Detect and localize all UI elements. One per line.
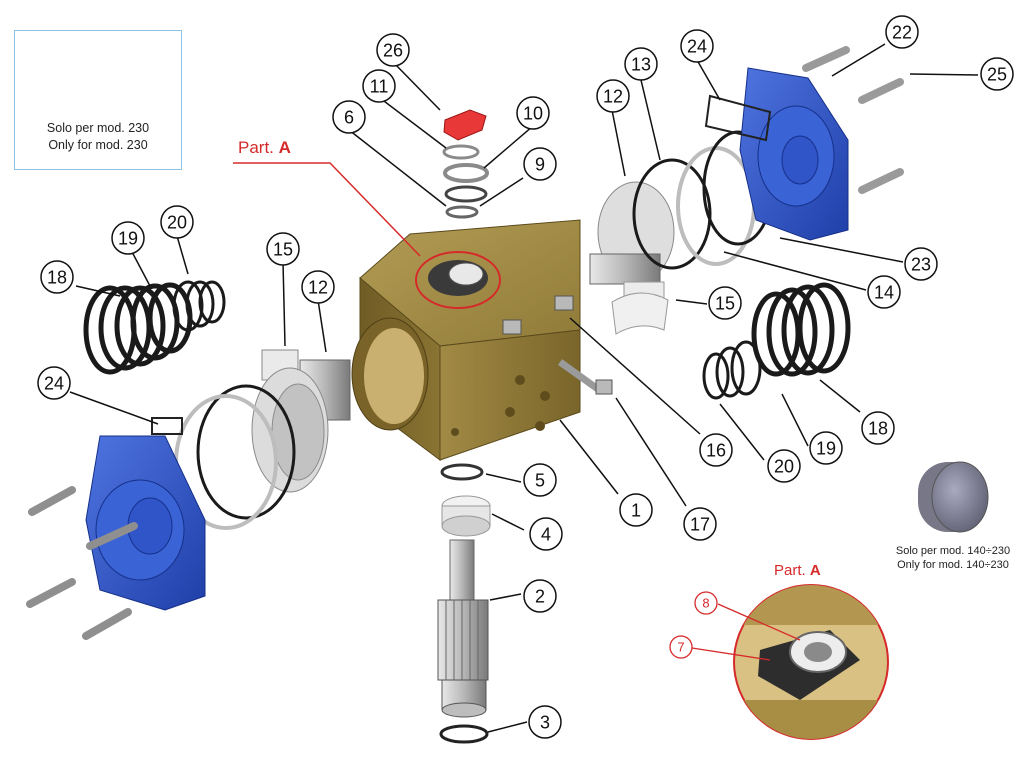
- callout-number: 2: [535, 587, 545, 607]
- right-guide-band: [611, 292, 669, 335]
- detail-leader-lines: [691, 603, 801, 661]
- callout-number: 16: [706, 441, 726, 461]
- callout-number: 12: [603, 87, 623, 107]
- callout-circle: [861, 411, 895, 445]
- callout-number: 15: [715, 294, 735, 314]
- callout-circle: [624, 47, 658, 81]
- disc-part: [918, 461, 989, 533]
- callout-circle: [37, 366, 71, 400]
- callout-number: 20: [167, 213, 187, 233]
- detail-a-prefix: Part.: [774, 562, 806, 579]
- callout-circle: [809, 431, 843, 465]
- actuator-body: [351, 219, 613, 461]
- callout-number: 10: [523, 104, 543, 124]
- inset-spring-caption-it: Solo per mod. 230: [46, 121, 150, 135]
- callout-number: 22: [892, 23, 912, 43]
- detail-callout-number: 8: [702, 596, 709, 611]
- callout-numbers: 2611106912132422251920181512231415161819…: [37, 15, 1014, 739]
- callout-number: 12: [308, 278, 328, 298]
- callout-circle: [708, 286, 742, 320]
- callout-circle: [904, 247, 938, 281]
- left-springs: [83, 280, 226, 375]
- callout-number: 11: [370, 77, 389, 97]
- callout-circle: [516, 96, 550, 130]
- callout-number: 9: [535, 155, 545, 175]
- callout-number: 6: [344, 108, 354, 128]
- callout-number: 23: [911, 255, 931, 275]
- callout-circle: [680, 29, 714, 63]
- callout-circle: [111, 221, 145, 255]
- inset-spring-caption-en: Only for mod. 230: [48, 138, 148, 152]
- callout-circle: [523, 147, 557, 181]
- detail-callout-numbers: 87: [669, 591, 718, 659]
- callout-number: 5: [535, 471, 545, 491]
- callout-number: 13: [631, 55, 651, 75]
- callout-number: 1: [631, 501, 641, 521]
- callout-number: 18: [868, 419, 888, 439]
- callout-number: 24: [687, 37, 707, 57]
- callout-number: 15: [273, 240, 293, 260]
- callout-circle: [596, 79, 630, 113]
- detail-a-label: Part. A: [774, 562, 821, 579]
- callout-circle: [160, 205, 194, 239]
- callout-number: 18: [47, 268, 67, 288]
- detail-callout-number: 7: [677, 640, 684, 655]
- part-a-letter: A: [278, 138, 291, 157]
- callout-circle: [376, 33, 410, 67]
- part-a-detail: [733, 584, 889, 740]
- bottom-stack-parts: [437, 463, 491, 744]
- callout-circle: [767, 449, 801, 483]
- callout-number: 17: [690, 515, 710, 535]
- callout-circle: [40, 260, 74, 294]
- callout-number: 24: [44, 374, 64, 394]
- right-bolts: [802, 46, 904, 194]
- left-bolts: [26, 486, 138, 640]
- callout-circle: [619, 493, 653, 527]
- callout-number: 14: [874, 283, 894, 303]
- callout-number: 3: [540, 713, 550, 733]
- callout-circle: [523, 463, 557, 497]
- callout-number: 19: [118, 229, 138, 249]
- callout-number: 20: [774, 457, 794, 477]
- disc-caption-en: Only for mod. 140÷230: [897, 559, 1009, 571]
- top-stack-parts: [442, 109, 489, 219]
- part-a-prefix: Part.: [238, 138, 274, 157]
- callout-circle: [885, 15, 919, 49]
- callout-number: 4: [541, 525, 551, 545]
- detail-callout-circle: [694, 591, 718, 615]
- right-springs: [702, 282, 851, 400]
- callout-circle: [266, 232, 300, 266]
- callout-circle: [332, 100, 366, 134]
- callout-circle: [699, 433, 733, 467]
- callout-number: 25: [987, 65, 1007, 85]
- callout-number: 19: [816, 439, 836, 459]
- inset-spring-box: [14, 30, 182, 170]
- callout-circle: [523, 579, 557, 613]
- part-a-label: Part. A: [238, 138, 291, 158]
- callout-circle: [683, 507, 717, 541]
- callout-number: 26: [383, 41, 403, 61]
- detail-a-letter: A: [809, 562, 821, 579]
- callout-circle: [529, 517, 563, 551]
- detail-callout-circle: [669, 635, 693, 659]
- callout-circle: [867, 275, 901, 309]
- callout-circle: [362, 69, 396, 103]
- right-end-cap: [704, 67, 849, 241]
- left-end-cap: [85, 417, 206, 611]
- callout-circle: [528, 705, 562, 739]
- callout-circle: [301, 270, 335, 304]
- disc-caption-it: Solo per mod. 140÷230: [895, 545, 1011, 557]
- part-a-highlight: [233, 162, 501, 309]
- callout-circle: [980, 57, 1014, 91]
- leader-lines: [69, 43, 979, 733]
